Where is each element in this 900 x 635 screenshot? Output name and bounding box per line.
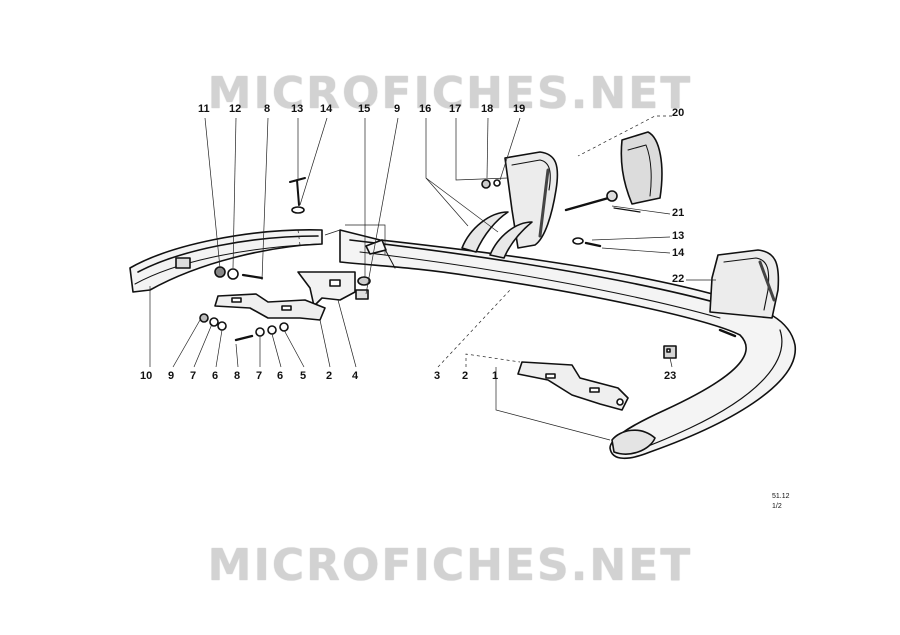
callout-6-lower: 6 [212, 370, 219, 382]
part-21-bolt [564, 190, 618, 212]
callout-21: 21 [672, 207, 685, 219]
part-9-7-6-lower-left-nuts [199, 313, 227, 331]
callout-20: 20 [672, 107, 685, 119]
sheet-code: 51.12 [772, 493, 790, 500]
callout-16: 16 [419, 103, 432, 115]
callout-6-mid: 6 [277, 370, 284, 382]
callout-5: 5 [300, 370, 307, 382]
part-22-right-overrider [709, 249, 780, 319]
callout-15: 15 [358, 103, 371, 115]
part-17-left-overrider [504, 151, 559, 249]
part-20-rubber-cap [613, 131, 663, 213]
callout-23: 23 [664, 370, 677, 382]
callout-4: 4 [352, 370, 359, 382]
part-8-7-6-5-lower-bolts [234, 322, 289, 342]
callout-9: 9 [394, 103, 401, 115]
callout-13: 13 [291, 103, 304, 115]
part-23-clip [663, 345, 677, 359]
part-11-12-nut-washer [214, 266, 264, 280]
part-16-rubber-strips [461, 211, 533, 259]
callout-18: 18 [481, 103, 494, 115]
callout-8-lower: 8 [234, 370, 241, 382]
callout-13-right: 13 [672, 230, 685, 242]
callout-1: 1 [492, 370, 499, 382]
watermark-bottom: MICROFICHES.NET [207, 540, 693, 591]
callout-7-mid: 7 [256, 370, 263, 382]
leader-lines [149, 115, 716, 441]
part-4-bracket [297, 271, 356, 307]
callout-8: 8 [264, 103, 271, 115]
part-18-19-nut [481, 179, 501, 189]
callout-12: 12 [229, 103, 242, 115]
callout-17: 17 [449, 103, 462, 115]
part-10-left-end-cap [129, 229, 323, 293]
callout-19: 19 [513, 103, 526, 115]
part-13-14-bolt-washer-right [572, 237, 602, 248]
part-15-9-clip-nut [355, 276, 371, 300]
callout-11: 11 [198, 103, 210, 115]
part-2-right-bracket [517, 361, 629, 411]
callout-9-lower: 9 [168, 370, 175, 382]
callout-2-right: 2 [462, 370, 469, 382]
part-spacer-top [365, 239, 387, 255]
callout-2-left: 2 [326, 370, 333, 382]
part-13-14-bolt-washer-upper [289, 177, 306, 214]
callout-10: 10 [140, 370, 153, 382]
callout-14-right: 14 [672, 247, 685, 259]
callout-22: 22 [672, 273, 685, 285]
callout-7-lower: 7 [190, 370, 197, 382]
watermark-top: MICROFICHES.NET [207, 68, 693, 119]
callout-3: 3 [434, 370, 441, 382]
callout-14: 14 [320, 103, 333, 115]
sheet-page: 1/2 [772, 503, 782, 510]
part-2-left-bracket [214, 293, 326, 321]
part-3-bumper-bar [339, 229, 796, 460]
